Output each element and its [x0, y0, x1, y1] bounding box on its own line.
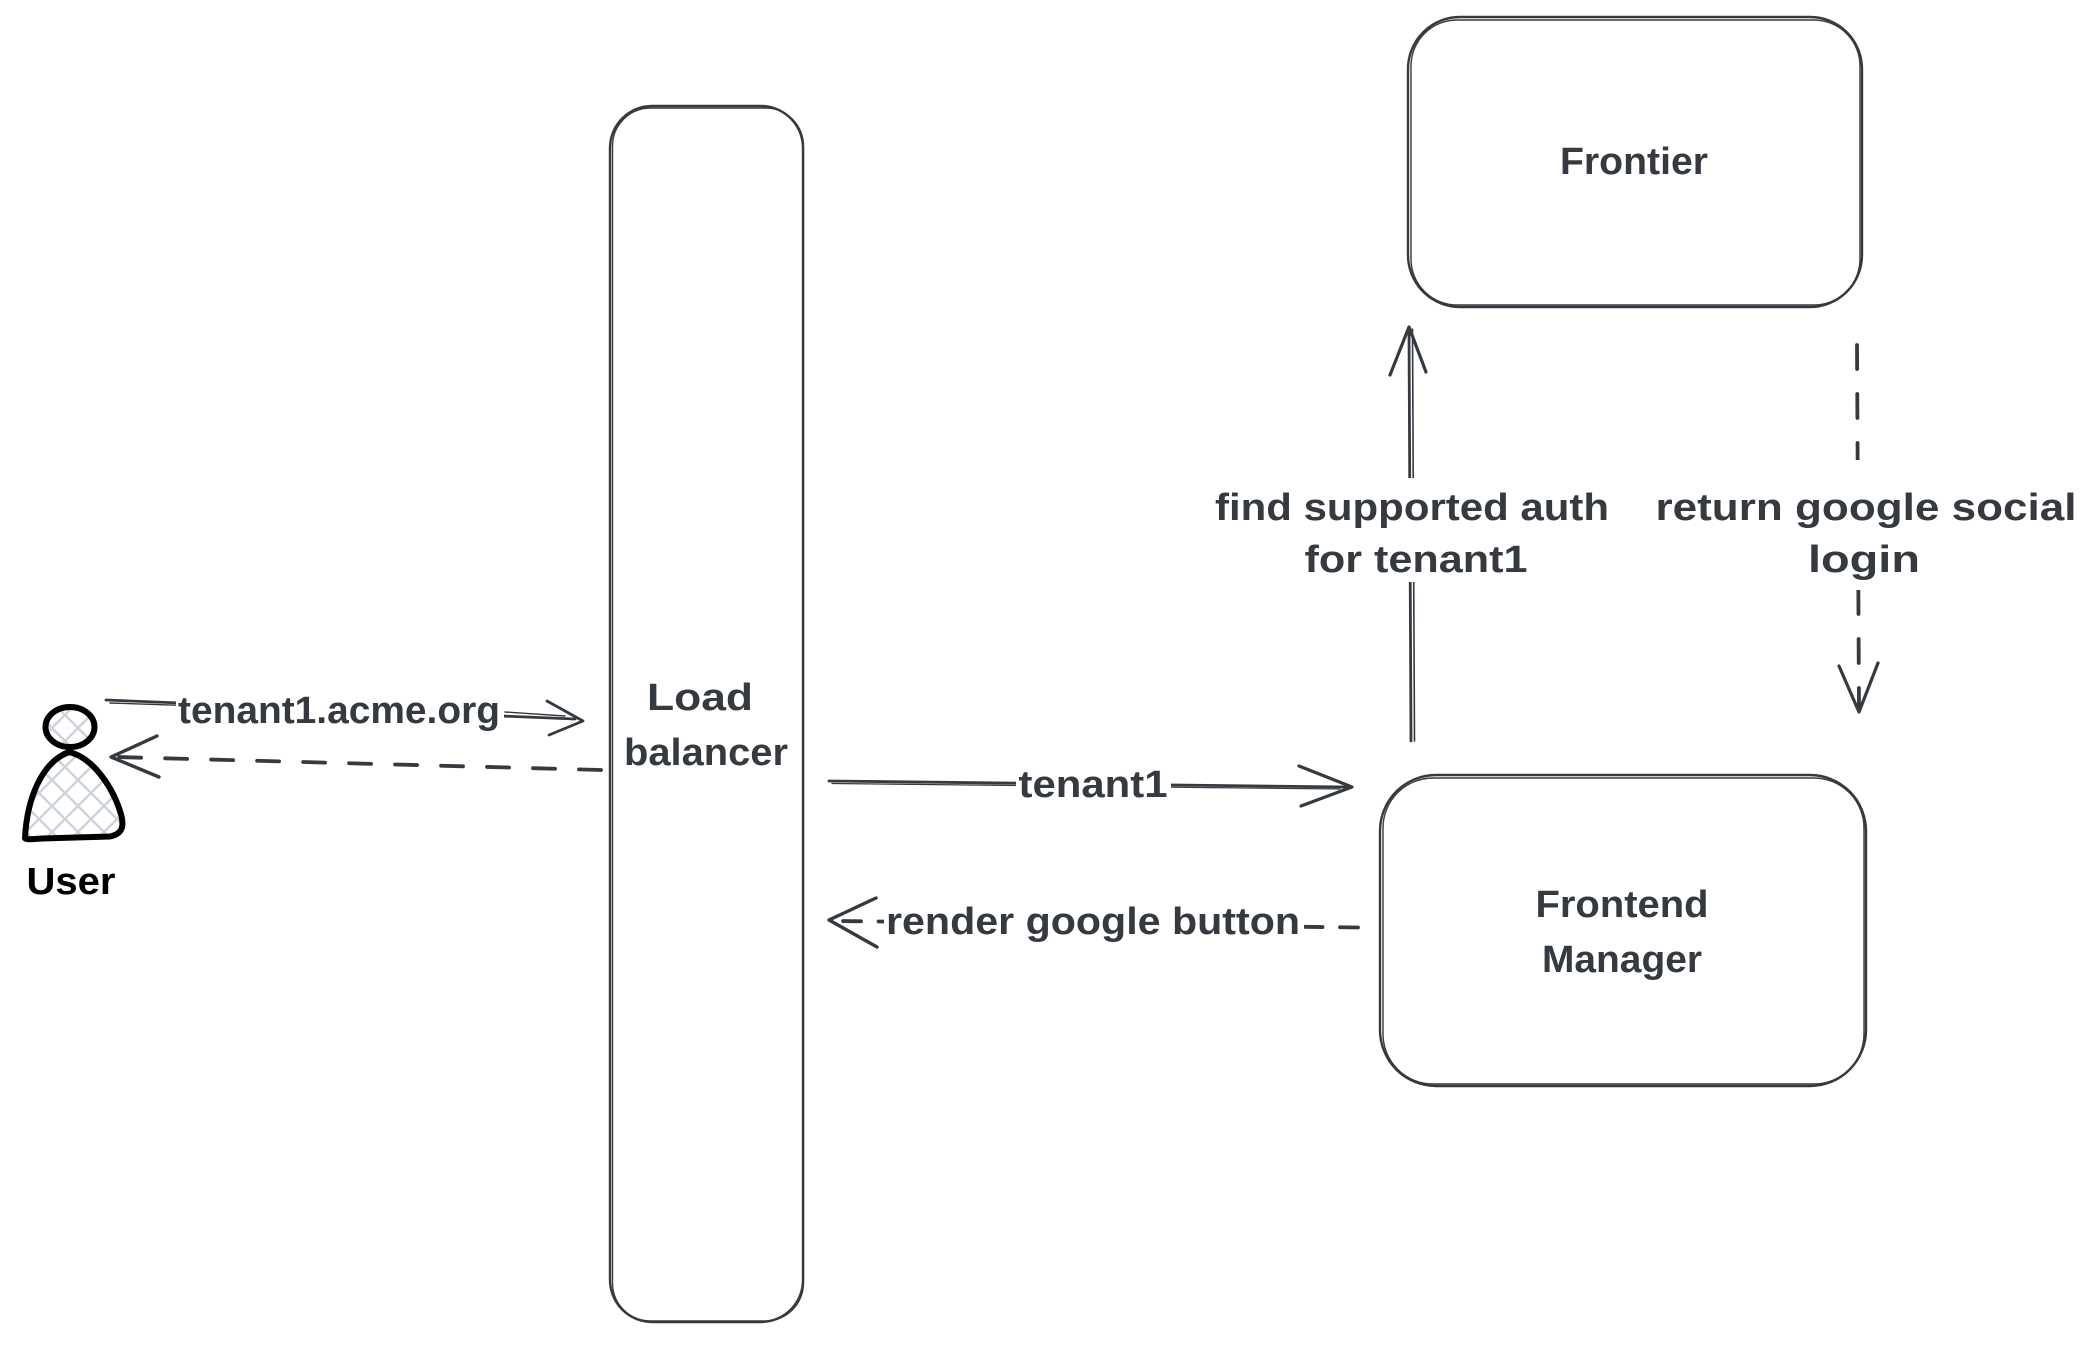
- svg-text:Load: Load: [647, 677, 753, 719]
- svg-text:return google social: return google social: [1656, 487, 2077, 529]
- svg-text:Manager: Manager: [1542, 939, 1702, 981]
- svg-text:tenant1.acme.org: tenant1.acme.org: [178, 690, 500, 732]
- svg-text:Frontend: Frontend: [1536, 884, 1709, 926]
- svg-text:balancer: balancer: [624, 732, 788, 774]
- svg-text:find supported auth: find supported auth: [1215, 487, 1609, 529]
- svg-text:for tenant1: for tenant1: [1305, 539, 1528, 581]
- svg-text:login: login: [1808, 539, 1920, 581]
- svg-text:Frontier: Frontier: [1560, 141, 1708, 183]
- svg-text:render google button: render google button: [886, 901, 1300, 943]
- svg-text:User: User: [27, 861, 116, 903]
- svg-text:tenant1: tenant1: [1019, 764, 1168, 806]
